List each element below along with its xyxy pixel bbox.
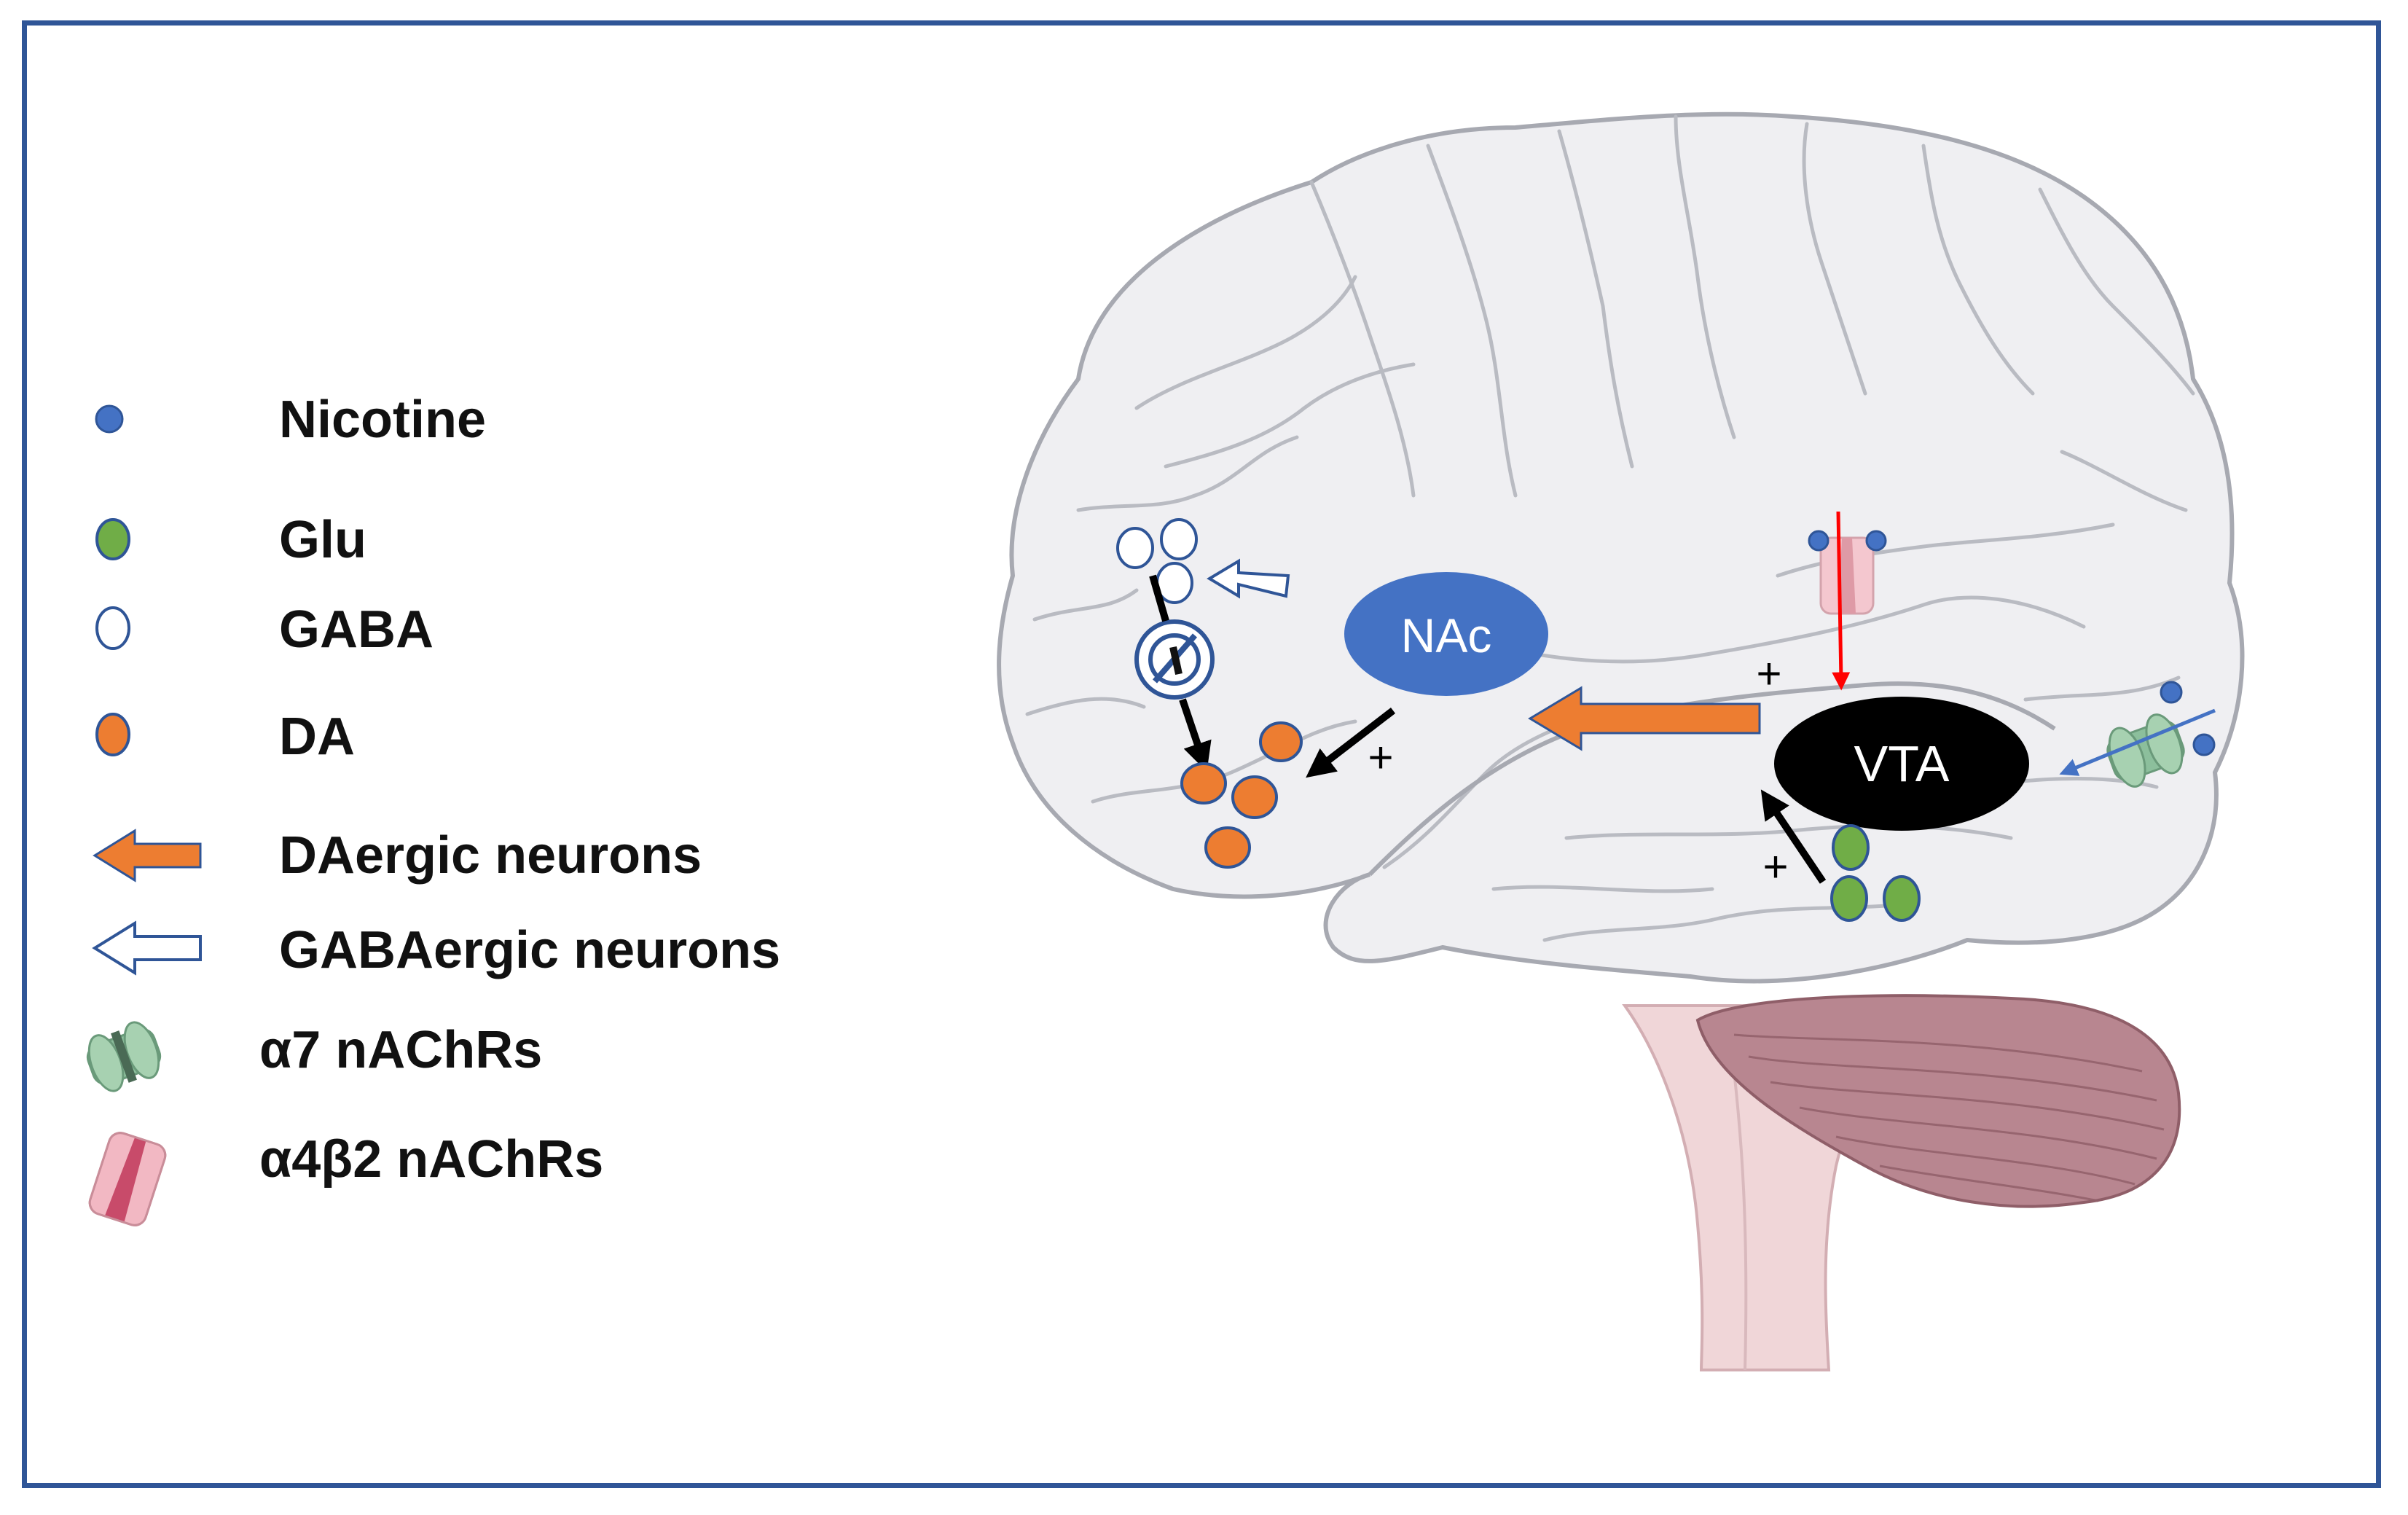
nicotine-molecule: [2160, 681, 2183, 704]
legend-label-gaba: GABA: [279, 600, 434, 659]
legend-label-nicotine: Nicotine: [279, 391, 487, 449]
nicotine-molecule: [2192, 733, 2216, 756]
nac-region: [1344, 572, 1548, 696]
a4b2-receptor: [1819, 536, 1875, 615]
vta-label: VTA: [1854, 735, 1950, 792]
brain-illustration: [997, 111, 2245, 1371]
gabaergic-arrow-legend-icon: [92, 920, 202, 976]
nicotine-legend-icon: [95, 404, 124, 434]
nicotine-a7-arrow: [2059, 708, 2216, 776]
nicotine-molecule: [1865, 530, 1887, 552]
nicotine-molecule: [1808, 530, 1829, 552]
daergic-arrow-legend-icon: [93, 829, 202, 882]
da-legend-icon: [95, 713, 130, 756]
daergic-projection-arrow: [1528, 686, 1761, 751]
legend-icons: [86, 404, 202, 1226]
vta-region: [1774, 697, 2029, 831]
plus-sign-glu-vta: +: [1762, 842, 1788, 891]
da-cluster: [1180, 721, 1303, 869]
inhibition-to-da-arrow: [1179, 698, 1212, 772]
legend-label-a4b2-nachrs: α4β2 nAChRs: [259, 1130, 604, 1189]
nicotine-to-vta-arrow: [1832, 511, 1851, 691]
glu-to-vta-arrow: [1760, 789, 1827, 884]
glu-cluster: [1830, 824, 1921, 922]
plus-sign-nac-da: +: [1368, 733, 1393, 782]
nac-to-da-arrow: [1306, 708, 1396, 778]
a7-receptor-legend-icon: [86, 1021, 162, 1092]
glu-legend-icon: [95, 518, 130, 560]
gaba-legend-icon: [95, 606, 130, 650]
inhibition-icon: [1134, 619, 1215, 700]
a4b2-receptor-legend-icon: [88, 1132, 167, 1226]
gabaergic-projection-arrow: [1207, 558, 1290, 599]
cerebellum: [1695, 994, 2181, 1208]
gaba-to-inhibition-line: [1149, 574, 1169, 622]
legend-label-glu: Glu: [279, 511, 366, 569]
plus-sign-nicotine-vta: +: [1756, 649, 1781, 698]
legend-label-da: DA: [279, 708, 355, 766]
legend-label-daergic-neurons: DAergic neurons: [279, 826, 702, 885]
gaba-cluster: [1116, 518, 1198, 604]
legend-label-a7-nachrs: α7 nAChRs: [259, 1021, 543, 1079]
legend-label-gabaergic-neurons: GABAergic neurons: [279, 921, 781, 979]
nac-label: NAc: [1401, 608, 1492, 662]
